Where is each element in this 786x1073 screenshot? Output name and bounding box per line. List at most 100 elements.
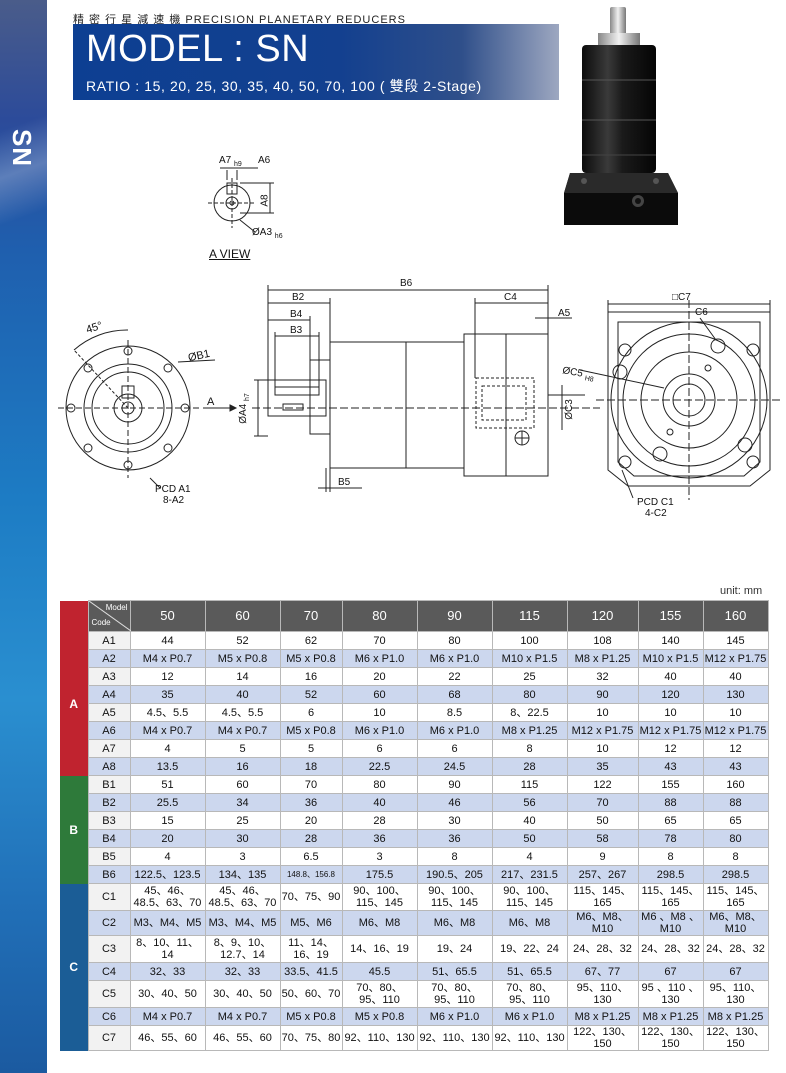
- table-cell: M6、M8、 M10: [702, 910, 769, 936]
- label-c7: □C7: [672, 292, 691, 303]
- table-cell: 122、130、150: [566, 1025, 639, 1051]
- row-code: A2: [87, 649, 131, 668]
- table-cell: M12 x P1.75: [566, 721, 639, 740]
- table-cell: 3: [341, 847, 418, 866]
- table-cell: 80: [702, 829, 769, 848]
- table-cell: 13.5: [129, 757, 206, 776]
- table-cell: 20: [279, 811, 343, 830]
- table-cell: 5: [204, 739, 281, 758]
- table-cell: 46、55、60: [129, 1025, 206, 1051]
- table-cell: 19、22、24: [491, 935, 568, 963]
- table-cell: 28: [279, 829, 343, 848]
- table-cell: 68: [416, 685, 493, 704]
- table-cell: 14: [204, 667, 281, 686]
- table-cell: 30: [416, 811, 493, 830]
- table-cell: 4.5、5.5: [204, 703, 281, 722]
- table-cell: 120: [637, 685, 704, 704]
- table-cell: 90: [566, 685, 639, 704]
- label-pcd-a1: PCD A1: [155, 484, 191, 495]
- table-cell: 33.5、41.5: [279, 962, 343, 981]
- table-cell: M6 x P1.0: [416, 649, 493, 668]
- table-cell: 50、60、70: [279, 980, 343, 1008]
- row-code: B1: [87, 775, 131, 794]
- model-header: 115: [491, 600, 568, 632]
- table-cell: 58: [566, 829, 639, 848]
- table-cell: 6: [416, 739, 493, 758]
- table-cell: 92、110、130: [416, 1025, 493, 1051]
- table-cell: 40: [341, 793, 418, 812]
- table-cell: 108: [566, 631, 639, 650]
- table-cell: 20: [129, 829, 206, 848]
- table-cell: 8、9、10、 12.7、14: [204, 935, 281, 963]
- table-cell: 148.8、156.8: [279, 865, 343, 884]
- table-cell: M12 x P1.75: [637, 721, 704, 740]
- table-cell: 14、16、19: [341, 935, 418, 963]
- row-code: C7: [87, 1025, 131, 1051]
- label-a3: ØA3 h6: [252, 227, 283, 240]
- table-cell: M12 x P1.75: [702, 721, 769, 740]
- table-cell: 298.5: [637, 865, 704, 884]
- group-label: C: [60, 883, 88, 1051]
- table-cell: M12 x P1.75: [702, 649, 769, 668]
- table-cell: 78: [637, 829, 704, 848]
- table-cell: 43: [702, 757, 769, 776]
- table-cell: 4: [491, 847, 568, 866]
- table-cell: 257、267: [566, 865, 639, 884]
- table-cell: M6 x P1.0: [491, 1007, 568, 1026]
- group-label: B: [60, 775, 88, 884]
- table-cell: M6 、M8 、 M10: [637, 910, 704, 936]
- model-header: 155: [637, 600, 704, 632]
- table-cell: 51、65.5: [491, 962, 568, 981]
- table-cell: 115: [491, 775, 568, 794]
- table-cell: 45、46、 48.5、63、70: [204, 883, 281, 911]
- table-cell: 12: [637, 739, 704, 758]
- model-header: 90: [416, 600, 493, 632]
- table-cell: 70、80、 95、110: [341, 980, 418, 1008]
- unit-label: unit: mm: [720, 585, 763, 597]
- table-cell: 35: [566, 757, 639, 776]
- label-a8: A8: [259, 194, 271, 207]
- table-cell: M5 x P0.8: [204, 649, 281, 668]
- table-cell: 12: [702, 739, 769, 758]
- table-cell: 3: [204, 847, 281, 866]
- table-cell: M8 x P1.25: [566, 649, 639, 668]
- table-cell: M4 x P0.7: [204, 1007, 281, 1026]
- table-cell: M6、M8: [491, 910, 568, 936]
- label-c4: C4: [504, 292, 517, 303]
- table-cell: 95、110、130: [566, 980, 639, 1008]
- side-strip-sheen: [0, 60, 47, 280]
- table-cell: 24、28、32: [637, 935, 704, 963]
- table-cell: 70: [341, 631, 418, 650]
- row-code: B2: [87, 793, 131, 812]
- label-b5: B5: [338, 477, 351, 488]
- table-cell: 6: [279, 703, 343, 722]
- table-cell: M6 x P1.0: [341, 649, 418, 668]
- table-cell: 70、80、 95、110: [491, 980, 568, 1008]
- table-cell: 10: [637, 703, 704, 722]
- table-cell: M6 x P1.0: [341, 721, 418, 740]
- table-cell: 175.5: [341, 865, 418, 884]
- label-c6: C6: [695, 307, 708, 318]
- table-cell: 145: [702, 631, 769, 650]
- table-cell: 8、10、11、14: [129, 935, 206, 963]
- table-cell: 45、46、 48.5、63、70: [129, 883, 206, 911]
- table-cell: 4: [129, 847, 206, 866]
- corner-model-label: Model: [105, 603, 128, 612]
- table-cell: 40: [702, 667, 769, 686]
- model-header: 80: [341, 600, 418, 632]
- table-cell: 67、77: [566, 962, 639, 981]
- table-corner: Model Code: [87, 600, 131, 632]
- table-cell: 65: [637, 811, 704, 830]
